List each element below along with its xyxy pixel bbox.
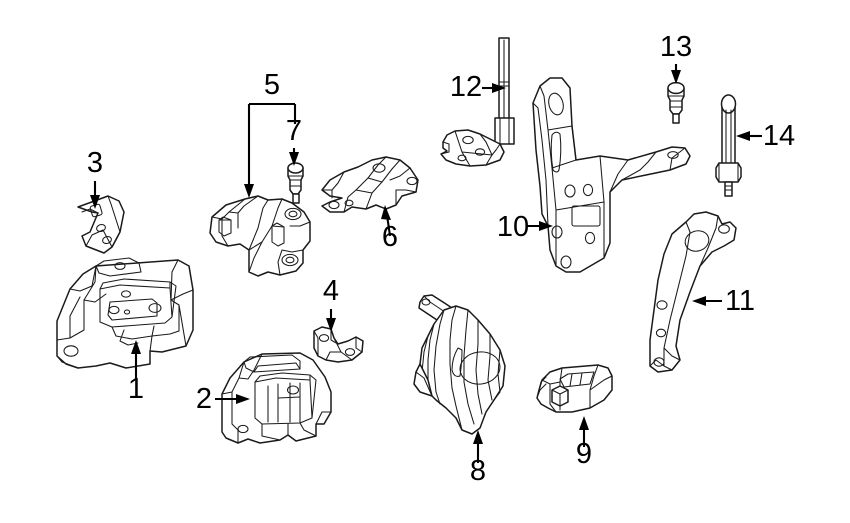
callout-leaders (90, 64, 762, 463)
callout-number-14: 14 (763, 120, 795, 152)
part-1-engine-mount-left (56, 257, 194, 369)
callout-number-11: 11 (725, 285, 755, 317)
part-7-mount-bolt-stud (287, 162, 304, 204)
callout-number-3: 3 (87, 147, 103, 179)
callout-number-5: 5 (264, 69, 280, 101)
part-3-support-bracket-small (77, 195, 125, 254)
part-12-rod-with-bracket (440, 37, 515, 167)
part-8-engine-mount-bracket-cast (413, 294, 506, 435)
callout-number-6: 6 (382, 221, 398, 253)
part-4-mount-bracket-small (313, 326, 364, 363)
part-11-support-bracket-vertical (649, 211, 737, 373)
callout-numbers: 1 2 3 4 5 6 7 8 9 10 11 12 13 14 (87, 31, 795, 487)
callout-number-4: 4 (323, 275, 339, 307)
callout-number-13: 13 (660, 31, 692, 63)
callout-number-10: 10 (497, 211, 529, 243)
callout-number-12: 12 (450, 71, 482, 103)
part-9-torque-rod-mount (536, 364, 613, 413)
part-14-mount-stud-long (715, 94, 742, 197)
callout-number-9: 9 (576, 438, 592, 470)
callout-number-8: 8 (470, 455, 486, 487)
part-2-transmission-mount (221, 352, 332, 444)
callout-number-1: 1 (128, 373, 144, 405)
callout-number-2: 2 (196, 383, 212, 415)
part-6-mount-bracket-upper (321, 156, 419, 213)
callout-number-7: 7 (286, 115, 302, 147)
part-5-mount-bracket-assembly (209, 195, 311, 277)
part-13-mount-bolt-short (667, 81, 685, 124)
part-10-support-bracket-large (532, 77, 691, 273)
